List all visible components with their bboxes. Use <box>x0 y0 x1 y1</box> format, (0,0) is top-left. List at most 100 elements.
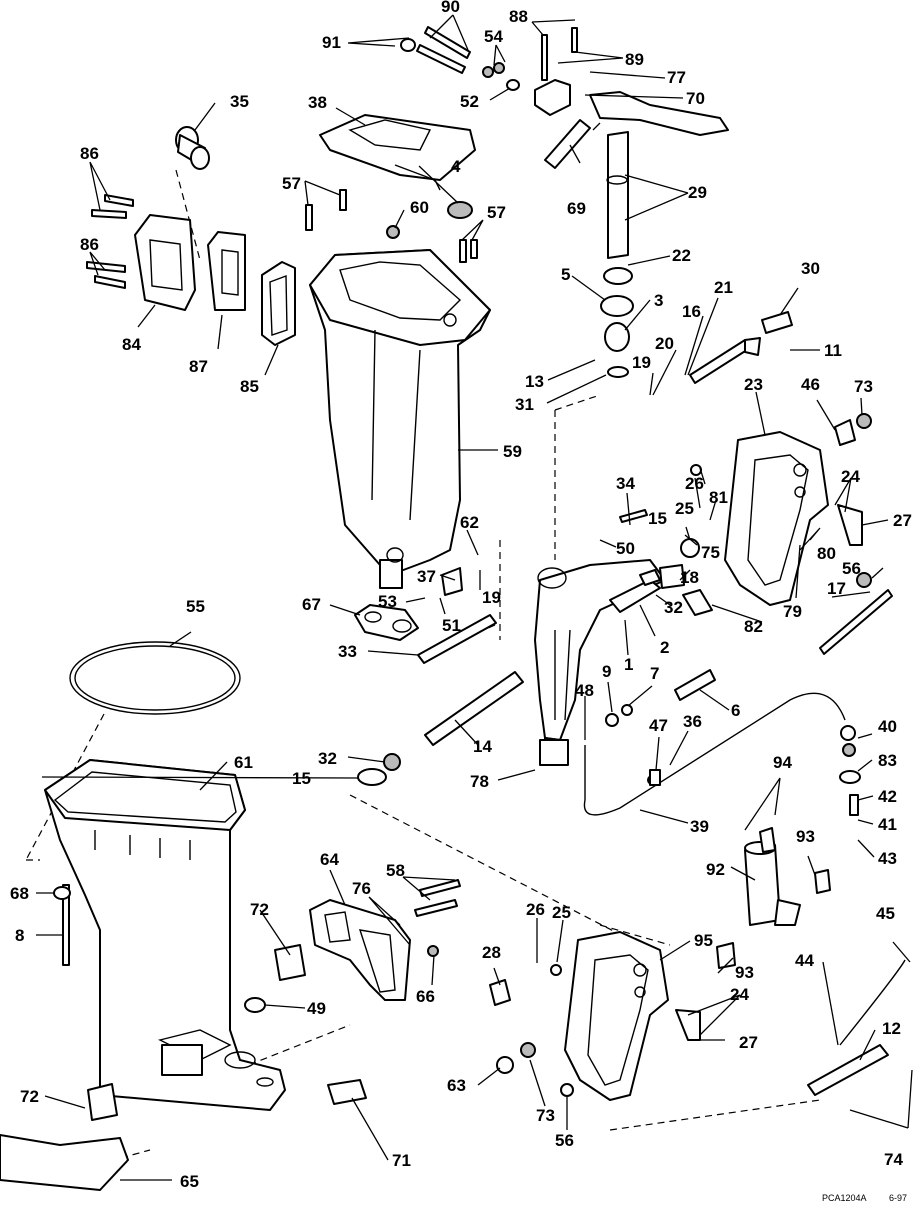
callout-40: 40 <box>878 717 897 736</box>
callout-22: 22 <box>672 246 691 265</box>
callout-52: 52 <box>460 92 479 111</box>
plate-12 <box>807 1044 889 1096</box>
callout-26a: 26 <box>685 474 704 493</box>
callout-46: 46 <box>801 375 820 394</box>
grommet-35 <box>175 126 210 170</box>
callout-34: 34 <box>616 474 635 493</box>
washers-and-nuts <box>53 38 872 1097</box>
callout-11: 11 <box>824 341 842 360</box>
tubes <box>417 589 893 746</box>
callout-63: 63 <box>447 1076 466 1095</box>
callout-6: 6 <box>731 701 740 720</box>
callout-2: 2 <box>660 638 669 657</box>
callout-56b: 56 <box>555 1131 574 1150</box>
callout-75: 75 <box>701 543 720 562</box>
cable-39 <box>583 692 856 816</box>
callout-24a: 24 <box>841 467 860 486</box>
callout-51: 51 <box>442 616 461 635</box>
callout-95: 95 <box>694 931 713 950</box>
callout-87: 87 <box>189 357 208 376</box>
stern-bracket-23 <box>724 431 829 606</box>
callout-17: 17 <box>827 579 846 598</box>
callout-12: 12 <box>882 1019 901 1038</box>
callout-61: 61 <box>234 753 253 772</box>
callout-58: 58 <box>386 861 405 880</box>
callout-69: 69 <box>567 199 586 218</box>
callout-73a: 73 <box>854 377 873 396</box>
callout-4: 4 <box>451 157 461 176</box>
callout-94: 94 <box>773 753 792 772</box>
shield-65 <box>0 1134 129 1191</box>
bracket-plate-67 <box>354 604 419 641</box>
callout-62: 62 <box>460 513 479 532</box>
callout-93a: 93 <box>796 827 815 846</box>
bracket-64 <box>309 899 411 1001</box>
stern-bracket-95 <box>564 931 669 1101</box>
anode-blocks <box>87 944 367 1121</box>
seal-ring-55 <box>69 641 241 715</box>
callout-30: 30 <box>801 259 820 278</box>
callout-89: 89 <box>625 50 644 69</box>
callout-23: 23 <box>744 375 763 394</box>
callout-60: 60 <box>410 198 429 217</box>
callout-37: 37 <box>417 567 436 586</box>
callout-38: 38 <box>308 93 327 112</box>
callout-79: 79 <box>783 602 802 621</box>
callout-82: 82 <box>744 617 763 636</box>
callout-19b: 19 <box>482 588 501 607</box>
callout-9: 9 <box>602 662 611 681</box>
callout-16: 16 <box>682 302 701 321</box>
callout-72b: 72 <box>20 1087 39 1106</box>
callout-24b: 24 <box>730 985 749 1004</box>
callout-73b: 73 <box>536 1106 555 1125</box>
callout-36: 36 <box>683 712 702 731</box>
callout-42: 42 <box>878 787 897 806</box>
callout-55: 55 <box>186 597 205 616</box>
callout-labels: 91 90 54 88 89 77 52 70 38 35 86 4 29 69… <box>10 0 912 1191</box>
callout-27b: 27 <box>739 1033 758 1052</box>
figure-date: 6-97 <box>889 1193 907 1203</box>
callout-25b: 25 <box>552 903 571 922</box>
figure-code: PCA1204A <box>822 1193 867 1203</box>
callout-66: 66 <box>416 987 435 1006</box>
callout-77: 77 <box>667 68 686 87</box>
gasket-38 <box>319 114 476 191</box>
callout-68: 68 <box>10 884 29 903</box>
cover-84 <box>134 214 196 311</box>
callout-71: 71 <box>392 1151 411 1170</box>
callout-15b: 15 <box>292 769 311 788</box>
pin-41 <box>849 794 859 816</box>
callout-47: 47 <box>649 716 668 735</box>
callout-21: 21 <box>714 278 733 297</box>
exhaust-housing-61 <box>44 759 286 1111</box>
trim-cylinder-92 <box>744 827 801 926</box>
callout-49: 49 <box>307 999 326 1018</box>
callout-90: 90 <box>441 0 460 16</box>
callout-33: 33 <box>338 642 357 661</box>
adapter-housing-59 <box>309 249 491 589</box>
callout-81: 81 <box>709 488 728 507</box>
callout-29: 29 <box>688 183 707 202</box>
callout-27a: 27 <box>893 511 912 530</box>
callout-57b: 57 <box>487 203 506 222</box>
callout-44: 44 <box>795 951 814 970</box>
callout-57a: 57 <box>282 174 301 193</box>
gasket-85 <box>261 261 296 346</box>
callout-14: 14 <box>473 737 492 756</box>
rod-44 <box>839 959 906 1046</box>
callout-50: 50 <box>616 539 635 558</box>
callout-70: 70 <box>686 89 705 108</box>
callout-83: 83 <box>878 751 897 770</box>
callout-59: 59 <box>503 442 522 461</box>
callout-91: 91 <box>322 33 341 52</box>
callout-85: 85 <box>240 377 259 396</box>
callout-26b: 26 <box>526 900 545 919</box>
callout-45: 45 <box>876 904 895 923</box>
bolts <box>62 26 578 966</box>
callout-15a: 15 <box>648 509 667 528</box>
grip-30 <box>761 311 793 334</box>
callout-3: 3 <box>654 291 663 310</box>
callout-64: 64 <box>320 850 339 869</box>
